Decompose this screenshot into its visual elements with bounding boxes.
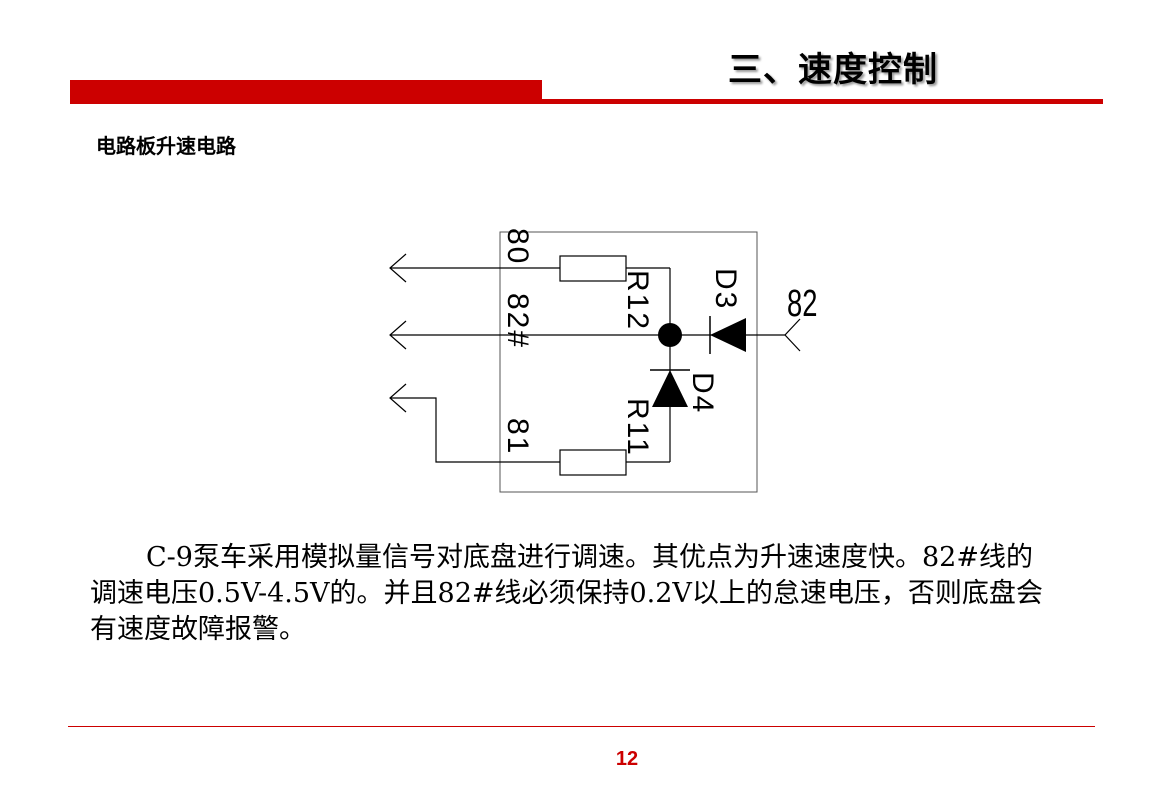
label-d3: D3: [709, 268, 742, 310]
label-82-input: 82: [787, 283, 817, 325]
resistor-r11: [559, 449, 627, 476]
label-80: 80: [501, 228, 534, 265]
wire-81: [390, 397, 560, 463]
arrow-81: [389, 383, 407, 413]
arrow-82-left: [389, 320, 407, 350]
body-paragraph-text: C-9泵车采用模拟量信号对底盘进行调速。其优点为升速速度快。82#线的调速电压0…: [90, 542, 1043, 645]
label-82h: 82#: [501, 293, 534, 349]
header-bar-thick: [70, 80, 542, 104]
diode-d3: [710, 318, 746, 352]
header-bar-thin: [542, 99, 1103, 104]
label-r12: R12: [621, 270, 654, 331]
slide-subtitle: 电路板升速电路: [96, 134, 236, 158]
label-d4: D4: [686, 372, 719, 414]
resistor-r12: [559, 255, 627, 282]
label-81: 81: [501, 418, 534, 455]
footer-divider: [68, 726, 1095, 727]
page-number: 12: [615, 748, 639, 770]
circuit-board-outline: [499, 231, 758, 493]
diode-d4: [652, 370, 688, 407]
slide-title: 三、速度控制: [728, 50, 938, 90]
arrow-82-input: [784, 318, 801, 352]
label-r11: R11: [621, 398, 654, 457]
body-paragraph: C-9泵车采用模拟量信号对底盘进行调速。其优点为升速速度快。82#线的调速电压0…: [90, 540, 1050, 648]
arrow-80: [389, 253, 407, 283]
